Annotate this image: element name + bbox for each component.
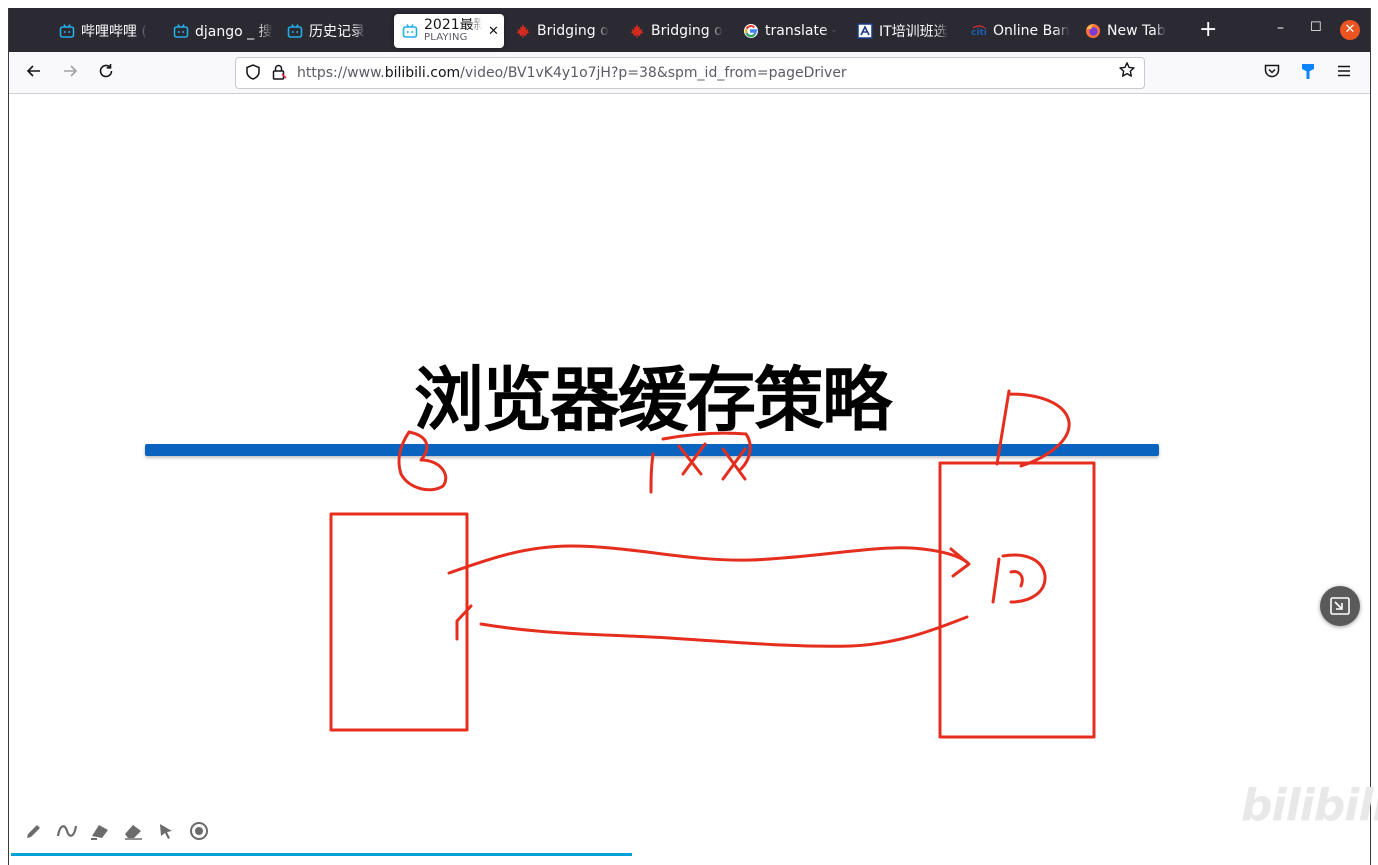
tab-bridging-2[interactable]: Bridging o xyxy=(629,14,729,48)
bilibili-icon xyxy=(287,23,303,39)
highlighter-tool[interactable] xyxy=(89,820,111,842)
citi-icon: citi xyxy=(971,23,987,39)
url-path: /video/BV1vK4y1o7jH?p=38&spm_id_from=pag… xyxy=(460,65,847,81)
pen-tool[interactable] xyxy=(23,820,45,842)
ink-letter-d xyxy=(995,389,1071,468)
slide-title: 浏览器缓存策略 xyxy=(414,359,892,441)
navigation-toolbar: https://www.bilibili.com/video/BV1vK4y1o… xyxy=(9,52,1370,94)
reload-icon xyxy=(99,64,113,78)
tab-label: 哔哩哔哩 ( xyxy=(81,24,147,40)
tab-history[interactable]: 历史记录 xyxy=(287,14,387,48)
bilibili-watermark: bilibili xyxy=(1241,780,1378,831)
tab-label: django _ 搜 xyxy=(195,24,273,40)
url-text[interactable]: https://www.bilibili.com/video/BV1vK4y1o… xyxy=(297,65,847,81)
bilibili-icon xyxy=(173,23,189,39)
pocket-icon[interactable] xyxy=(1263,62,1281,84)
tab-label: 历史记录 xyxy=(309,24,365,40)
close-window-button[interactable]: ✕ xyxy=(1340,20,1360,40)
ink-letter-b-right xyxy=(991,553,1047,604)
record-tool[interactable] xyxy=(188,820,210,842)
url-prefix: https://www. xyxy=(297,65,385,81)
tab-label: translate - xyxy=(765,23,838,39)
extension-icon[interactable] xyxy=(1299,62,1317,84)
eraser-icon xyxy=(125,825,142,840)
tab-label: IT培训班选 xyxy=(879,24,948,40)
url-domain: bilibili.com xyxy=(384,65,461,81)
highlighter-icon xyxy=(91,825,108,840)
tab-label: 2021最新 xyxy=(424,18,482,34)
new-tab-button[interactable]: + xyxy=(1199,17,1218,42)
forward-arrow-icon xyxy=(64,65,78,77)
tab-it-training[interactable]: IT培训班选 xyxy=(857,14,957,48)
tab-translate[interactable]: translate - xyxy=(743,14,843,48)
pen-icon xyxy=(27,825,40,838)
tab-bridging-1[interactable]: Bridging o xyxy=(515,14,615,48)
bookmark-star-icon[interactable] xyxy=(1118,61,1136,84)
menu-icon[interactable] xyxy=(1335,62,1353,84)
reload-button[interactable] xyxy=(97,62,115,85)
svg-text:citi: citi xyxy=(971,28,987,38)
tab-label: New Tab xyxy=(1107,23,1166,39)
bilibili-icon xyxy=(59,23,75,39)
video-progress-bar[interactable] xyxy=(11,853,632,856)
tab-playing-status: PLAYING xyxy=(424,32,468,44)
firefox-icon xyxy=(1085,23,1101,39)
client-box xyxy=(329,512,469,732)
ink-letter-b xyxy=(397,430,448,492)
curve-icon xyxy=(56,825,78,837)
eraser-tool[interactable] xyxy=(122,820,144,842)
pointer-tool[interactable] xyxy=(155,820,177,842)
tab-label: Bridging o xyxy=(651,23,723,39)
address-bar[interactable]: https://www.bilibili.com/video/BV1vK4y1o… xyxy=(235,57,1145,89)
server-box xyxy=(938,461,1096,739)
tab-label: Online Ban xyxy=(993,23,1070,39)
tab-bilibili-home[interactable]: 哔哩哔哩 ( xyxy=(59,14,159,48)
curve-tool[interactable] xyxy=(56,820,78,842)
pip-exit-icon xyxy=(1330,597,1350,615)
close-tab-icon[interactable]: ✕ xyxy=(488,23,499,39)
bilibili-icon xyxy=(402,23,418,39)
maximize-button[interactable]: ☐ xyxy=(1310,20,1322,35)
maple-leaf-icon xyxy=(515,23,531,39)
forward-button[interactable] xyxy=(61,62,79,85)
record-icon xyxy=(190,822,208,840)
annotation-toolbar xyxy=(23,820,210,842)
pointer-icon xyxy=(160,824,172,839)
tab-label: Bridging o xyxy=(537,23,609,39)
tab-online-banking[interactable]: citi Online Ban xyxy=(971,14,1071,48)
request-arrow xyxy=(447,544,971,578)
tab-django-search[interactable]: django _ 搜 xyxy=(173,14,275,48)
site-icon xyxy=(857,23,873,39)
picture-in-picture-button[interactable] xyxy=(1320,586,1360,626)
minimize-button[interactable]: – xyxy=(1277,20,1284,36)
ink-label-1xx xyxy=(649,431,752,494)
maple-leaf-icon xyxy=(629,23,645,39)
tab-new-tab[interactable]: New Tab xyxy=(1085,14,1185,48)
handwritten-annotations xyxy=(329,389,1096,739)
tab-bar: 哔哩哔哩 ( django _ 搜 历史记录 2021最新 PLAYING ✕ xyxy=(9,8,1370,52)
lock-icon[interactable] xyxy=(270,63,288,85)
google-icon xyxy=(743,23,759,39)
video-player[interactable]: 浏览器缓存策略 bilibili xyxy=(11,94,1378,856)
back-button[interactable] xyxy=(25,62,43,85)
response-arrow xyxy=(455,604,969,648)
shield-icon[interactable] xyxy=(244,63,262,85)
tab-active-video[interactable]: 2021最新 PLAYING ✕ xyxy=(394,14,504,48)
back-arrow-icon xyxy=(26,65,40,77)
